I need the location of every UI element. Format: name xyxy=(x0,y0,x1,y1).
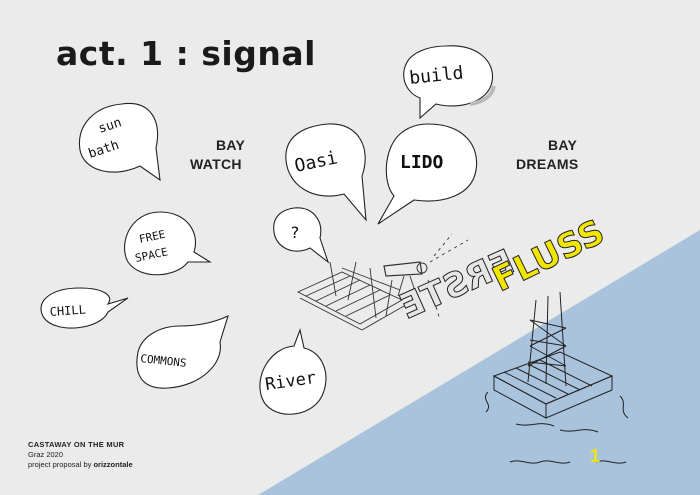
bubble-commons xyxy=(136,314,229,389)
bubble-text-question: ? xyxy=(290,223,300,242)
footer: CASTAWAY ON THE MUR Graz 2020 project pr… xyxy=(28,440,133,470)
bubble-build xyxy=(403,45,496,120)
bubble-text-sun: sun xyxy=(97,115,124,137)
bubble-oasi xyxy=(285,123,367,222)
sign-front-text: FLUSS xyxy=(486,212,610,300)
bubble-question xyxy=(273,207,330,264)
bubble-lido xyxy=(377,123,478,225)
footer-place-year: Graz 2020 xyxy=(28,450,64,459)
bubble-text-free: FREE xyxy=(138,228,167,246)
bubble-river xyxy=(259,328,327,415)
river-water xyxy=(258,230,700,495)
label-bay-watch-line1: BAY xyxy=(216,137,246,153)
bubble-text-chill: CHILL xyxy=(49,303,86,319)
footer-project-name: CASTAWAY ON THE MUR xyxy=(28,440,125,449)
sign-tower-sketch xyxy=(484,291,629,464)
label-bay-dreams: BAY DREAMS xyxy=(516,136,578,174)
label-bay-dreams-line2: DREAMS xyxy=(516,156,579,172)
label-bay-dreams-line1: BAY xyxy=(548,137,578,153)
bubble-chill xyxy=(40,287,129,329)
raft-telescope-sketch xyxy=(296,233,469,331)
page-number: 1 xyxy=(590,446,601,466)
bubble-sunbath xyxy=(78,102,161,182)
label-bay-watch: BAY WATCH xyxy=(190,136,245,174)
label-bay-watch-line2: WATCH xyxy=(190,156,242,172)
bubble-freespace xyxy=(124,211,212,276)
bubble-text-commons: COMMONS xyxy=(140,352,187,370)
footer-credit-name: orizzontale xyxy=(93,460,133,469)
page-title: act. 1 : signal xyxy=(56,34,316,73)
bubble-text-lido: LIDO xyxy=(400,152,444,173)
footer-credit: project proposal by orizzontale xyxy=(28,460,133,470)
footer-credit-prefix: project proposal by xyxy=(28,460,94,469)
